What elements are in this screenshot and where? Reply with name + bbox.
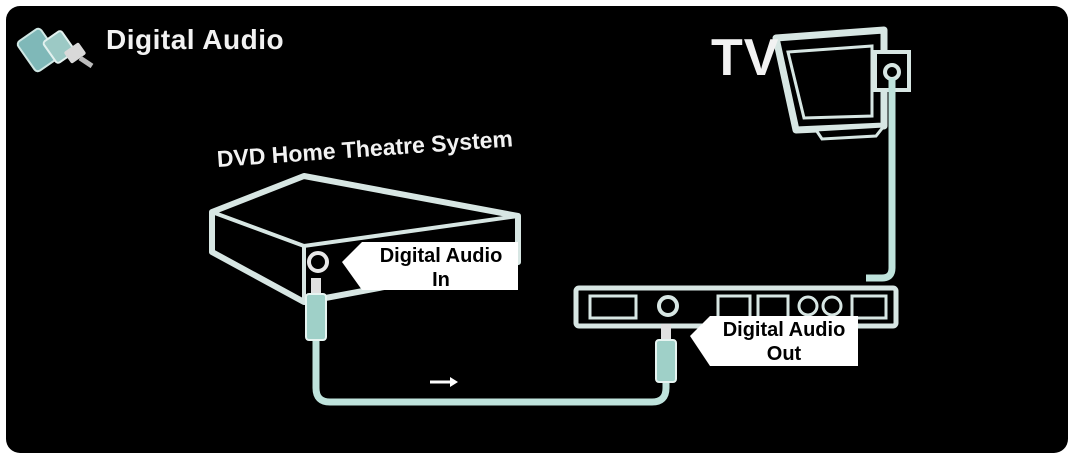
- cable-plug-left: [305, 278, 327, 341]
- digital-audio-out-jack: [657, 295, 679, 317]
- right-arrow-icon: [430, 377, 458, 387]
- tv-cable: [866, 78, 896, 282]
- callout-out-line1: Digital Audio: [722, 319, 846, 341]
- callout-digital-audio-in: Digital Audio In: [366, 244, 516, 292]
- callout-output-bg: [690, 316, 858, 366]
- connection-diagram: [16, 26, 911, 406]
- callout-in-line1: Digital Audio: [379, 245, 503, 267]
- audio-connector-icon: [16, 27, 94, 73]
- callout-out-line2: Out: [766, 343, 802, 365]
- page-title: Digital Audio: [106, 24, 285, 55]
- digital-audio-cable: [312, 336, 670, 406]
- digital-audio-in-jack: [307, 251, 329, 273]
- cable-plug-right: [655, 324, 677, 383]
- tv-icon: [772, 26, 911, 141]
- callout-input-bg: [342, 242, 518, 290]
- tv-label: TV: [711, 29, 780, 87]
- callout-digital-audio-out: Digital Audio Out: [710, 318, 858, 366]
- diagram-frame: Digital Audio TV DVD Home Theatre System…: [6, 6, 1068, 453]
- callout-in-line2: In: [432, 269, 450, 291]
